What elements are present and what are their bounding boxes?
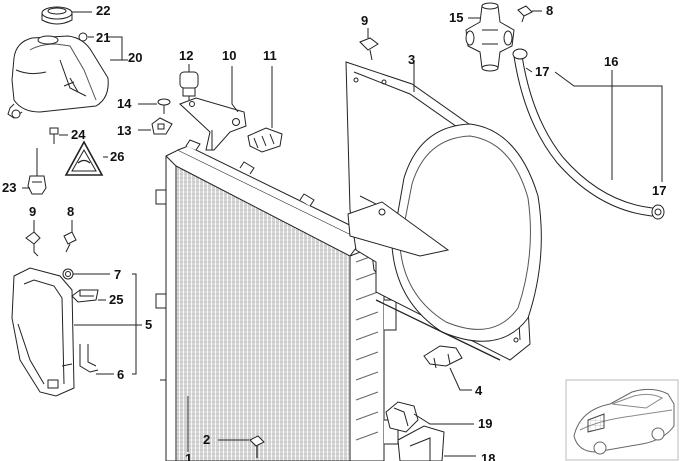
callout-23: 23 bbox=[2, 180, 17, 195]
callout-9-top: 9 bbox=[361, 13, 369, 28]
bolt-2 bbox=[249, 435, 265, 458]
warning-label bbox=[64, 140, 104, 176]
mount-19 bbox=[385, 401, 419, 433]
callout-6: 6 bbox=[117, 367, 125, 382]
callout-21: 21 bbox=[96, 30, 111, 45]
callout-26: 26 bbox=[110, 149, 125, 164]
vehicle-thumbnail bbox=[565, 379, 679, 461]
callout-15: 15 bbox=[449, 10, 464, 25]
callout-4: 4 bbox=[475, 383, 483, 398]
top-bracket-10 bbox=[179, 97, 247, 151]
screw-8-top bbox=[517, 5, 533, 23]
thermostat-housing bbox=[465, 2, 515, 72]
callout-1: 1 bbox=[185, 451, 193, 461]
callout-12: 12 bbox=[179, 48, 194, 63]
callout-8-left: 8 bbox=[67, 204, 75, 219]
callout-16: 16 bbox=[604, 54, 619, 69]
coolant-hose bbox=[512, 48, 665, 220]
callout-18: 18 bbox=[481, 451, 496, 461]
callout-8-top: 8 bbox=[546, 3, 554, 18]
callout-20: 20 bbox=[128, 50, 143, 65]
callout-9-left: 9 bbox=[29, 204, 37, 219]
bracket-18 bbox=[397, 425, 445, 461]
clip-9-top bbox=[359, 37, 379, 61]
bracket-25 bbox=[71, 289, 99, 303]
callout-25: 25 bbox=[109, 292, 124, 307]
callout-14: 14 bbox=[117, 96, 132, 111]
bolt-24 bbox=[49, 127, 59, 144]
callout-7: 7 bbox=[114, 267, 122, 282]
nut-13 bbox=[151, 117, 173, 135]
callout-3: 3 bbox=[408, 52, 416, 67]
callout-17-upper: 17 bbox=[535, 64, 550, 79]
radiator bbox=[155, 139, 399, 461]
expansion-tank bbox=[7, 35, 109, 119]
side-air-duct bbox=[11, 267, 75, 397]
callout-24: 24 bbox=[71, 127, 86, 142]
callout-11: 11 bbox=[263, 48, 277, 63]
grommet-7 bbox=[62, 268, 74, 280]
callout-17-lower: 17 bbox=[652, 183, 667, 198]
bracket-6 bbox=[79, 344, 99, 373]
callout-5: 5 bbox=[145, 317, 153, 332]
callout-22: 22 bbox=[96, 3, 111, 18]
callout-10: 10 bbox=[222, 48, 237, 63]
tank-cap bbox=[41, 6, 73, 25]
level-sensor bbox=[27, 148, 47, 195]
callout-2: 2 bbox=[203, 432, 211, 447]
callout-19: 19 bbox=[478, 416, 493, 431]
callout-13: 13 bbox=[117, 123, 132, 138]
fan-shroud bbox=[345, 61, 542, 361]
clip-9-left bbox=[25, 231, 41, 257]
clip-11 bbox=[247, 127, 283, 153]
screw-8-left bbox=[63, 231, 77, 253]
bracket-4 bbox=[423, 345, 463, 369]
screw-14 bbox=[157, 98, 171, 114]
